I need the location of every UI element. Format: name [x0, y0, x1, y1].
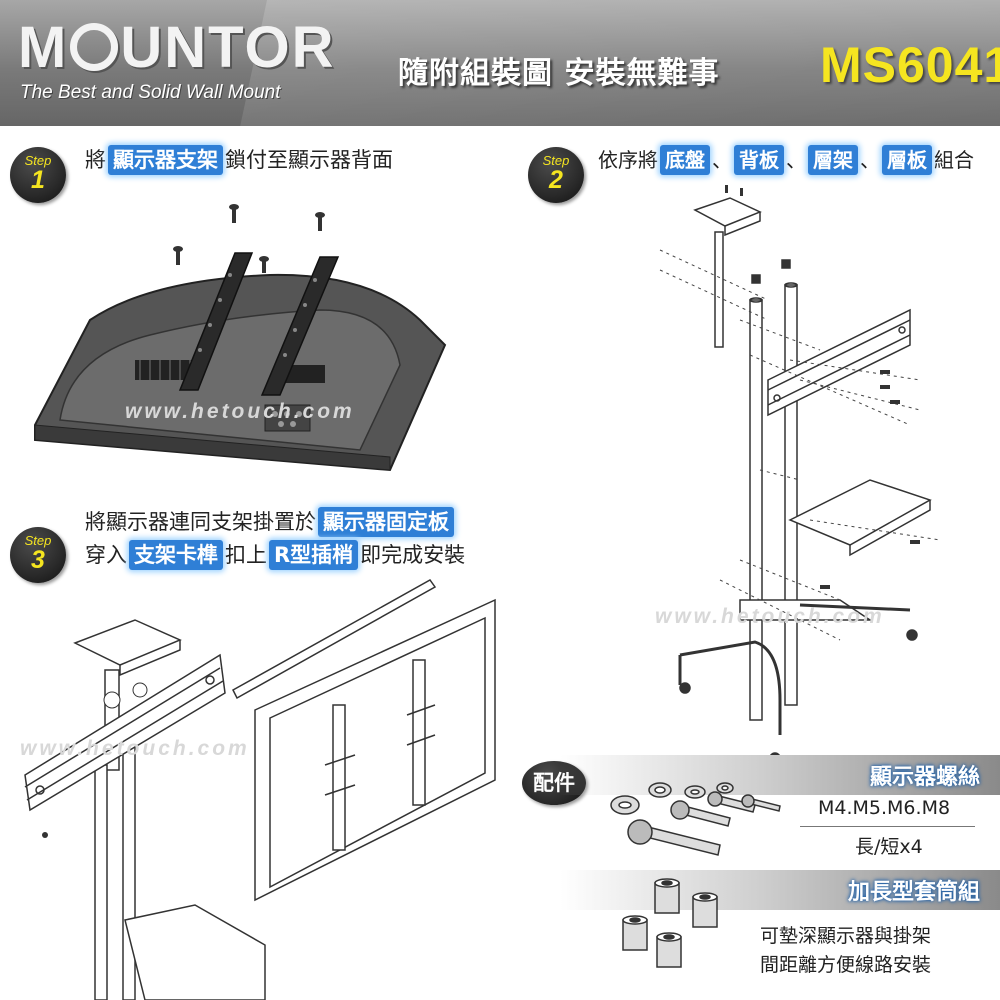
step-3-badge: Step 3	[10, 527, 66, 583]
brand-tagline: The Best and Solid Wall Mount	[20, 82, 281, 103]
screws-qty: 長/短x4	[855, 836, 923, 858]
step-2-text: 、	[860, 148, 880, 172]
screw-icon	[173, 204, 325, 273]
step-2-instruction: 依序將底盤、背板、層架、層板組合	[598, 145, 974, 175]
logo-ring	[70, 23, 119, 71]
step-1-badge: Step 1	[10, 147, 66, 203]
page-title: 隨附組裝圖 安裝無難事	[398, 56, 720, 91]
screws-title: 顯示器螺絲	[869, 765, 980, 790]
step-1-instruction: 將顯示器支架鎖付至顯示器背面	[85, 145, 393, 175]
sleeves-band: 加長型套筒組	[560, 870, 1000, 910]
model-number: MS6041	[820, 37, 1000, 93]
step-1-text: 鎖付至顯示器背面	[225, 148, 393, 172]
sleeves-illustration	[622, 878, 718, 968]
step-3-illustration	[24, 579, 496, 1000]
spec-divider	[800, 826, 975, 827]
step-1-badge-label: Step	[24, 153, 52, 168]
screws-illustration	[610, 782, 781, 856]
step-2-illustration	[659, 185, 941, 764]
monitor-bracket	[178, 252, 340, 396]
sleeves-desc-1: 可墊深顯示器與掛架	[760, 925, 932, 947]
step-2-highlight: 層架	[808, 145, 858, 175]
step-3-text: 將顯示器連同支架掛置於	[85, 510, 316, 534]
step-2-badge: Step 2	[528, 147, 584, 203]
step-3-highlight: 支架卡榫	[129, 540, 223, 570]
step-3-badge-label: Step	[24, 533, 52, 548]
step-1-illustration	[34, 204, 447, 472]
step-3-highlight: R型插梢	[269, 540, 359, 570]
step-2-text: 組合	[934, 148, 974, 172]
sleeves-desc-2: 間距離方便線路安裝	[760, 954, 932, 976]
step-2-badge-label: Step	[542, 153, 570, 168]
step-2-highlight: 底盤	[660, 145, 710, 175]
screws-band: 顯示器螺絲	[560, 755, 1000, 795]
step-2-highlight: 背板	[734, 145, 784, 175]
watermark: www.hetouch.com	[125, 400, 355, 423]
step-2-text: 、	[712, 148, 732, 172]
step-3-text: 穿入	[85, 543, 127, 567]
step-3-badge-number: 3	[31, 546, 45, 574]
step-1-text: 將	[85, 148, 106, 172]
screws-spec: M4.M5.M6.M8	[818, 797, 951, 819]
step-2-badge-number: 2	[549, 166, 563, 194]
step-3-instruction-line1: 將顯示器連同支架掛置於顯示器固定板	[85, 507, 456, 537]
step-1-highlight: 顯示器支架	[108, 145, 223, 175]
watermark: www.hetouch.com	[20, 737, 250, 760]
step-3-highlight: 顯示器固定板	[318, 507, 454, 537]
watermark: www.hetouch.com	[655, 605, 885, 628]
step-3-text: 扣上	[225, 543, 267, 567]
step-2-highlight: 層板	[882, 145, 932, 175]
sleeves-title: 加長型套筒組	[847, 880, 980, 905]
step-1-badge-number: 1	[31, 166, 45, 194]
step-2-text: 依序將	[598, 148, 658, 172]
step-3-text: 即完成安裝	[360, 543, 466, 567]
step-2-text: 、	[786, 148, 806, 172]
